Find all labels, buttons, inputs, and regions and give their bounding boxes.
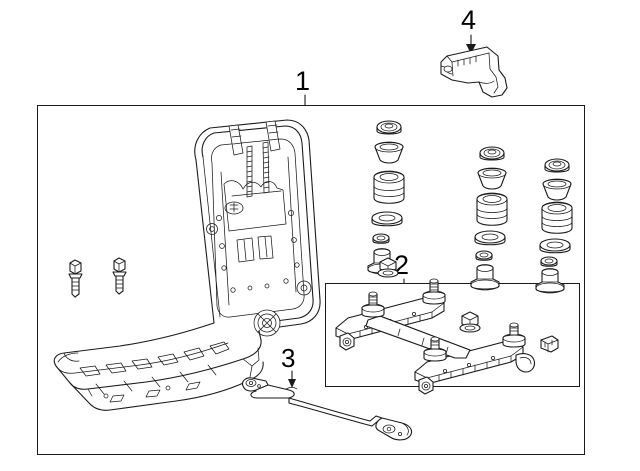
bushing-stack-right [535, 158, 573, 294]
hex-flange-bolt [68, 259, 83, 298]
bushing-stack-left [367, 120, 405, 275]
mounting-bracket [440, 46, 508, 98]
main-assembly-box [37, 105, 585, 455]
callout-1-label: 1 [295, 66, 311, 96]
flange-nut [377, 257, 399, 278]
callout-4-label: 4 [461, 5, 477, 35]
callout-3-label: 3 [281, 343, 296, 373]
seat-frame-assembly [53, 119, 321, 411]
flange-nut [459, 311, 481, 333]
slide-rail-box [325, 283, 580, 387]
hex-flange-bolt [112, 257, 127, 295]
bushing-stack-middle [470, 146, 508, 291]
seat-release-rod [242, 377, 413, 441]
seat-slide-rail-assembly [335, 257, 559, 395]
callout-3-leader [288, 370, 296, 388]
callout-4-leader [466, 34, 476, 54]
